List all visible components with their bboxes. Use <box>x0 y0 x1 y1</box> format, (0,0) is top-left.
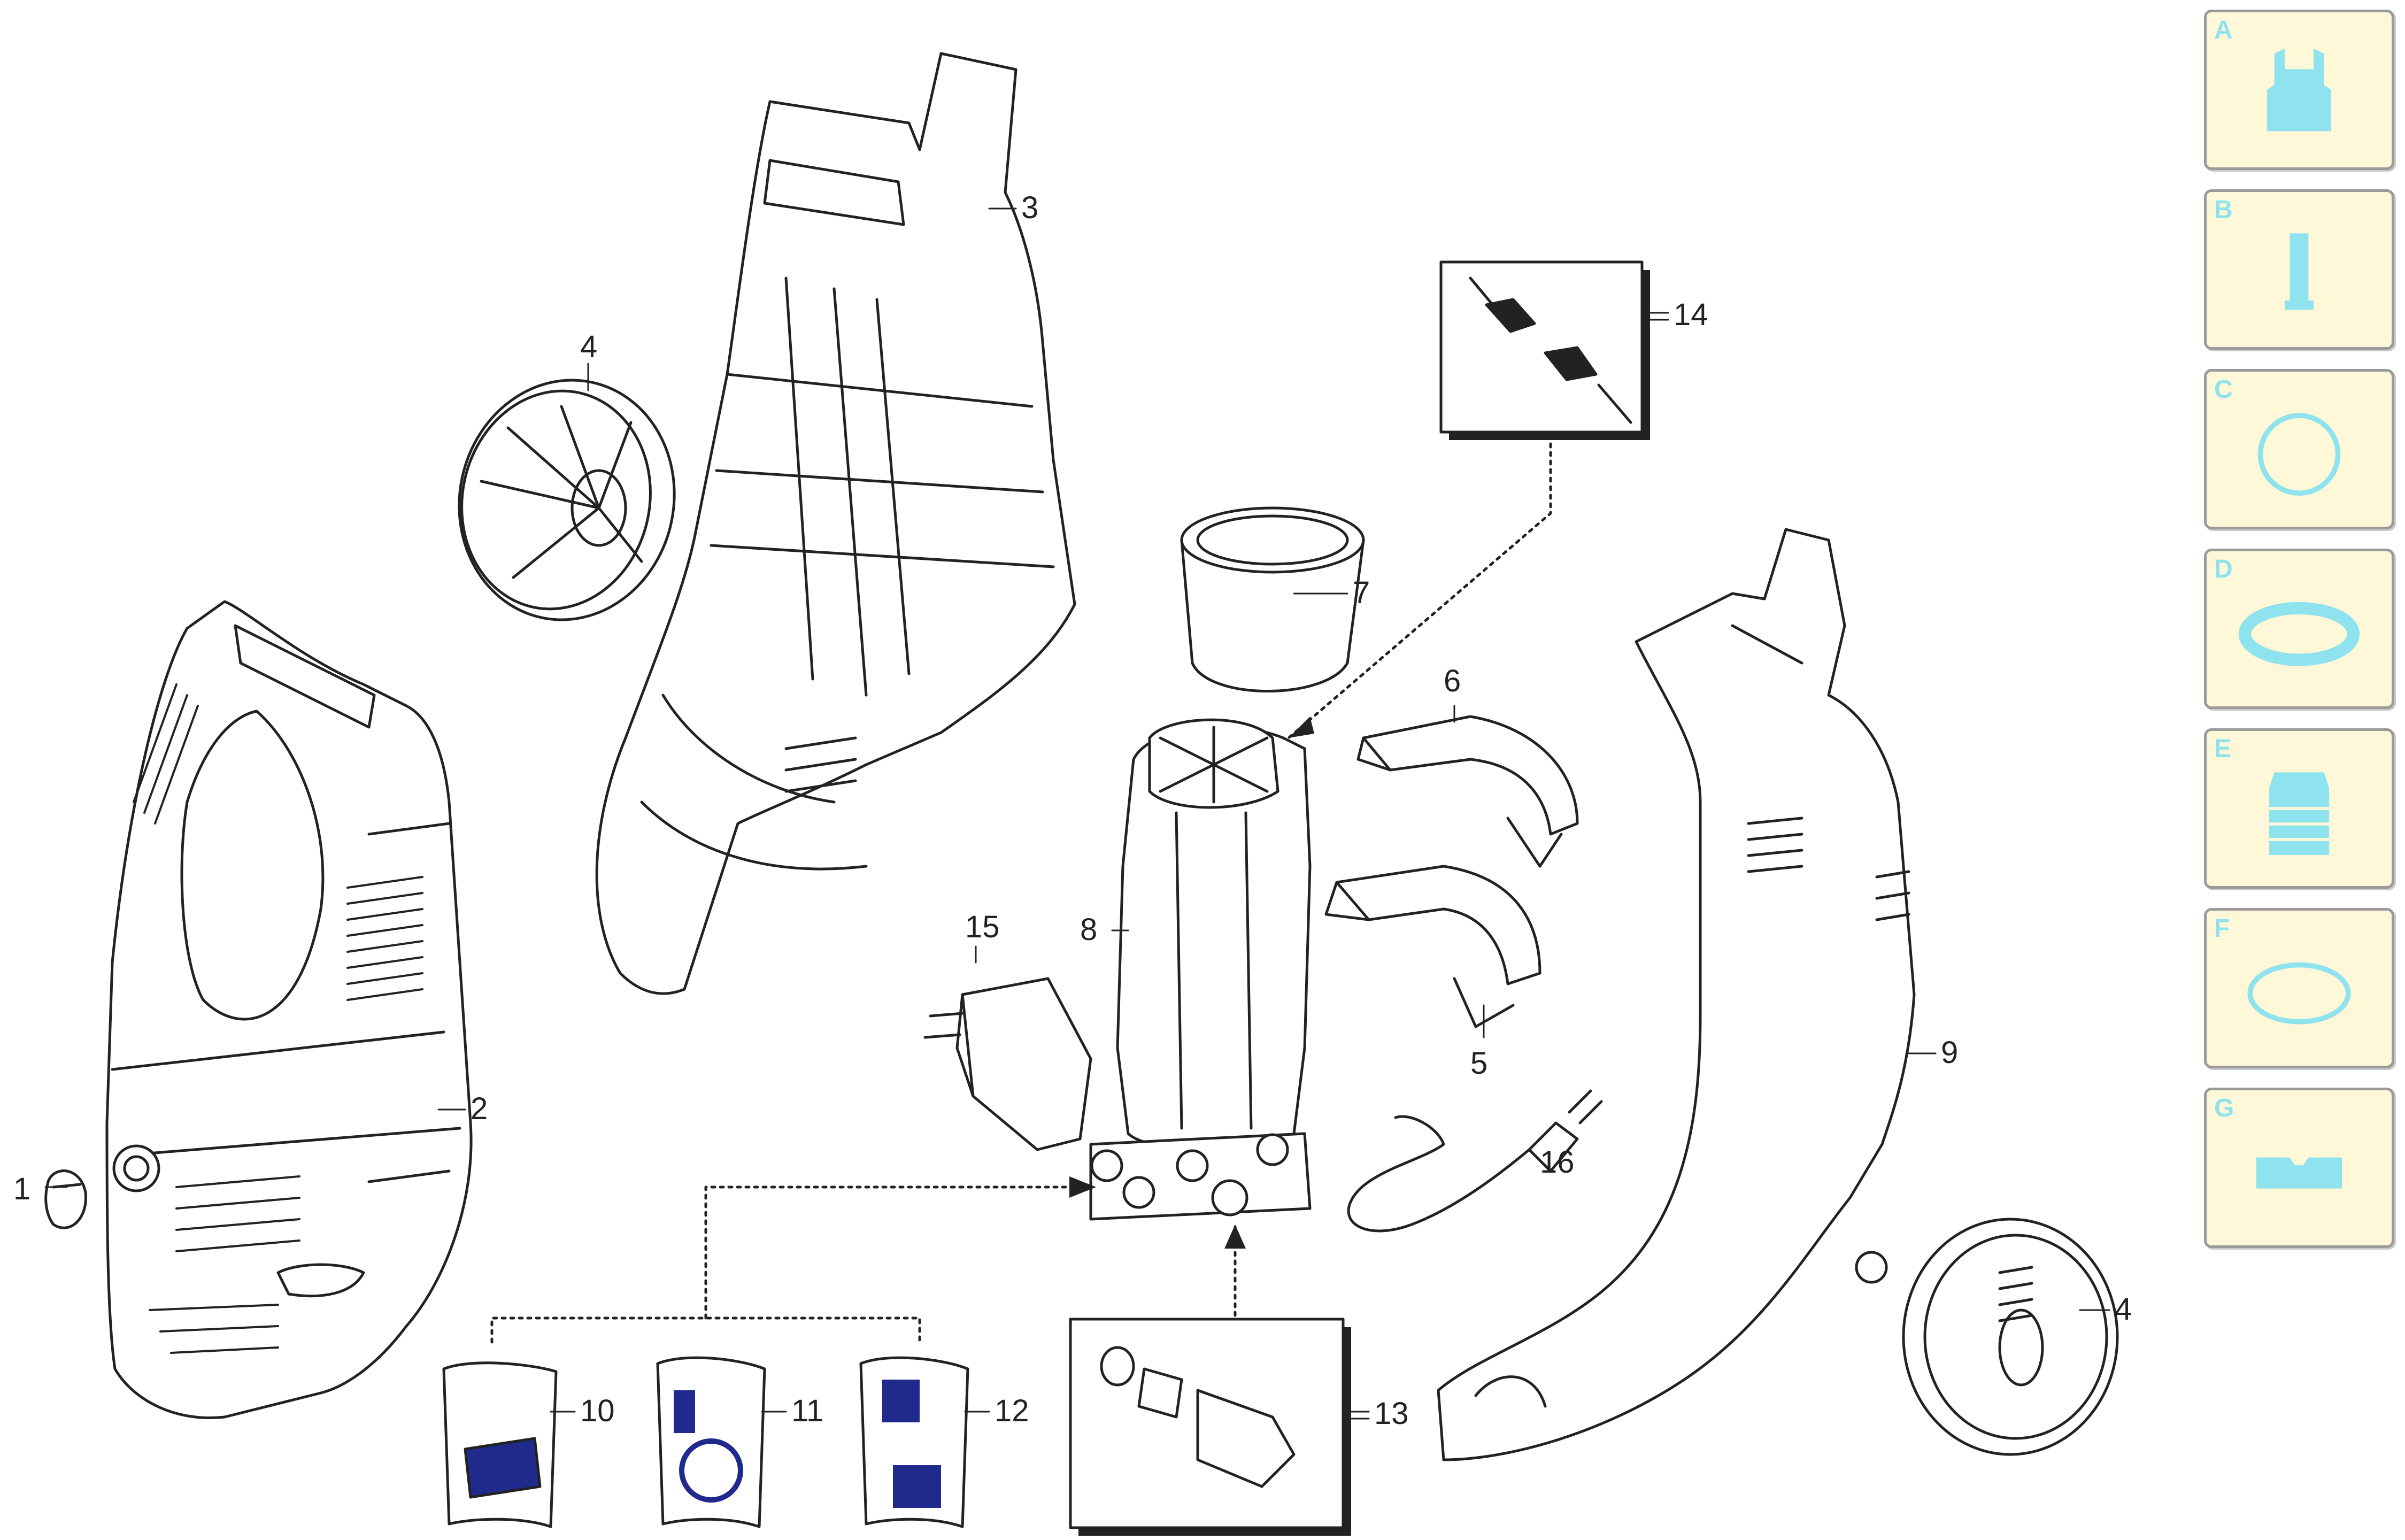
sidebar-letter: B <box>2214 196 2233 224</box>
callout-4-lower: 4 <box>2115 1292 2132 1327</box>
sidebar-item-e[interactable]: E <box>2204 728 2394 889</box>
bracket-part-upper <box>1356 715 1579 868</box>
callout-6: 6 <box>1444 664 1461 698</box>
sidebar-item-c[interactable]: C <box>2204 369 2394 529</box>
callout-7: 7 <box>1353 575 1370 610</box>
cylinder-cap-part <box>1180 506 1365 692</box>
callout-14: 14 <box>1674 297 1708 332</box>
sidebar-item-a[interactable]: A <box>2204 10 2394 170</box>
plate-icon <box>2256 1157 2342 1189</box>
pin-icon <box>2284 233 2314 310</box>
callout-13: 13 <box>1374 1396 1409 1431</box>
sidebar-letter: F <box>2214 914 2230 943</box>
sidebar-item-d[interactable]: D <box>2204 549 2394 709</box>
knob-part <box>44 1169 87 1229</box>
capacitor-part <box>923 977 1092 1151</box>
sidebar-letter: A <box>2214 16 2233 44</box>
side-housing-part <box>1437 528 1916 1461</box>
callout-3: 3 <box>1021 190 1039 225</box>
callout-9: 9 <box>1941 1035 1959 1070</box>
sidebar-letter: G <box>2214 1094 2234 1122</box>
callout-15: 15 <box>965 910 1000 944</box>
leader-lines <box>44 207 2110 1420</box>
wheel-part-lower <box>1902 1218 2119 1456</box>
sidebar-item-f[interactable]: F <box>2204 908 2394 1068</box>
motor-part <box>1089 718 1312 1221</box>
gasket-icon <box>2247 962 2351 1025</box>
o-ring-icon <box>2257 413 2341 496</box>
front-cover-part <box>105 600 473 1419</box>
rear-housing-part <box>595 52 1076 995</box>
kit-bag-12 <box>859 1356 969 1528</box>
callout-11: 11 <box>791 1393 824 1428</box>
wheel-part-upper <box>458 379 676 621</box>
callout-8: 8 <box>1080 912 1098 947</box>
kit-bag-11 <box>656 1356 766 1528</box>
callout-12: 12 <box>995 1393 1029 1428</box>
callout-16: 16 <box>1540 1145 1575 1180</box>
bracket-part-lower <box>1324 865 1541 1028</box>
callout-2: 2 <box>471 1091 488 1126</box>
sidebar-item-g[interactable]: G <box>2204 1088 2394 1248</box>
callout-10: 10 <box>580 1393 615 1428</box>
nozzle-cap-icon <box>2267 48 2331 132</box>
callout-5: 5 <box>1470 1046 1488 1081</box>
callout-4-upper: 4 <box>580 329 598 364</box>
sidebar-letter: C <box>2214 375 2233 404</box>
brushes-box-part <box>1439 260 1650 440</box>
kit-bag-10 <box>442 1361 558 1528</box>
filter-connector-box-part <box>1069 1318 1351 1536</box>
connector-arrowheads <box>1069 717 1314 1249</box>
power-cord-part <box>1347 1089 1603 1233</box>
sidebar-item-b[interactable]: B <box>2204 189 2394 350</box>
seal-ring-icon <box>2238 602 2360 666</box>
ribbed-sleeve-icon <box>2269 772 2330 855</box>
callout-1: 1 <box>13 1172 31 1206</box>
vent-slots <box>133 683 423 1354</box>
sidebar-letter: E <box>2214 735 2232 763</box>
sidebar-letter: D <box>2214 555 2233 583</box>
